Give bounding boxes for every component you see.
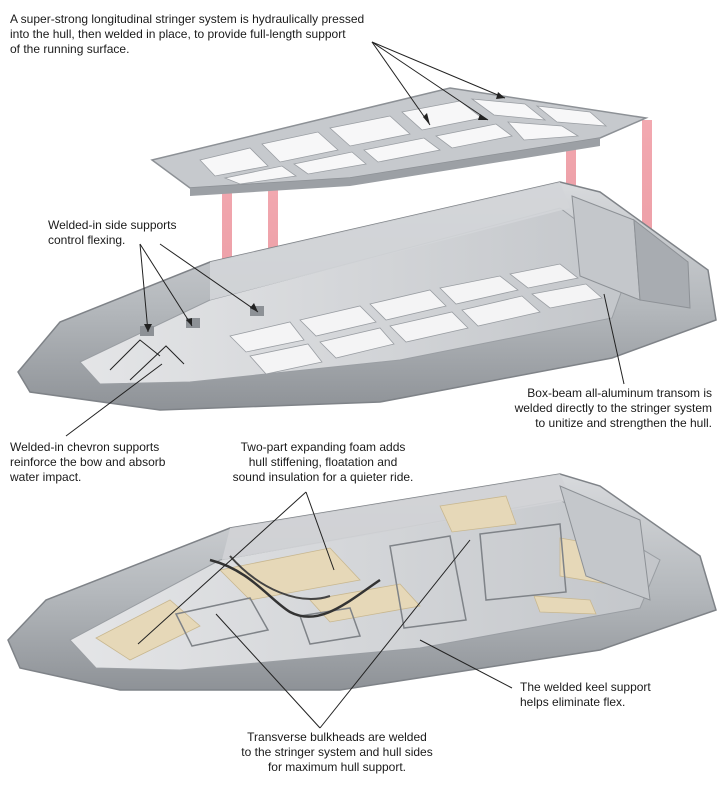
foam-callout: Two-part expanding foam adds hull stiffe… [232,440,414,484]
side-supports-callout: Welded-in side supports control flexing. [48,218,177,247]
stringer-callout: A super-strong longitudinal stringer sys… [10,12,365,56]
stringer-frame [150,87,649,196]
keel-callout: The welded keel support helps eliminate … [520,680,651,709]
hull-upper [17,181,717,411]
bulkheads-callout: Transverse bulkheads are welded to the s… [241,730,433,774]
transom-callout: Box-beam all-aluminum transom is welded … [514,386,712,430]
hull-lower [7,473,717,691]
chevron-callout: Welded-in chevron supports reinforce the… [10,440,166,484]
leader-lines [65,41,625,729]
expanding-foam [95,495,609,661]
